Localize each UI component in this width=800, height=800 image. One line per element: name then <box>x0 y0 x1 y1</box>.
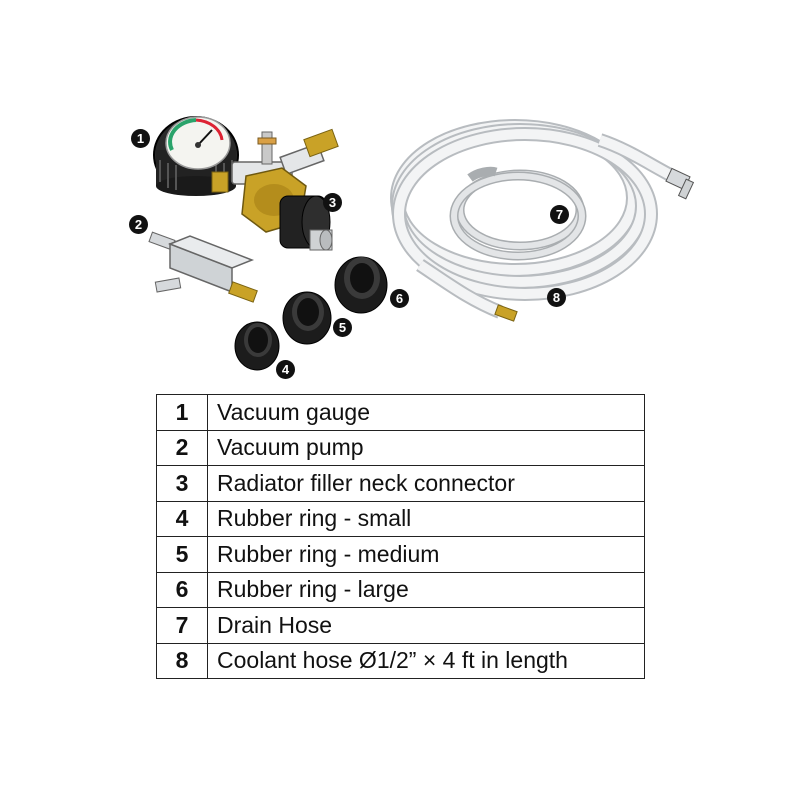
callout-2: 2 <box>129 215 148 234</box>
parts-illustration: 1 2 3 4 5 6 7 8 <box>0 0 800 390</box>
vacuum-pump-drawing <box>148 231 258 303</box>
callout-1: 1 <box>131 129 150 148</box>
part-description: Coolant hose Ø1/2” × 4 ft in length <box>207 642 645 679</box>
part-description: Rubber ring - large <box>207 571 645 608</box>
part-number: 6 <box>156 571 208 608</box>
part-description: Vacuum pump <box>207 429 645 466</box>
rubber-ring-large-drawing <box>334 256 388 314</box>
coolant-hose-fittings <box>494 167 695 322</box>
table-row: 5 Rubber ring - medium <box>156 536 645 573</box>
part-number: 8 <box>156 642 208 679</box>
drain-hose-drawing <box>449 166 587 261</box>
table-row: 8 Coolant hose Ø1/2” × 4 ft in length <box>156 642 645 679</box>
part-number: 4 <box>156 500 208 537</box>
part-number: 1 <box>156 394 208 431</box>
part-number: 5 <box>156 536 208 573</box>
parts-drawing <box>148 116 695 371</box>
table-row: 4 Rubber ring - small <box>156 500 645 537</box>
rubber-ring-small-drawing <box>234 321 280 371</box>
table-row: 3 Radiator filler neck connector <box>156 465 645 502</box>
table-row: 6 Rubber ring - large <box>156 571 645 608</box>
part-description: Vacuum gauge <box>207 394 645 431</box>
part-number: 7 <box>156 607 208 644</box>
coolant-hose-drawing <box>390 119 680 319</box>
callout-3: 3 <box>323 193 342 212</box>
part-description: Drain Hose <box>207 607 645 644</box>
table-row: 7 Drain Hose <box>156 607 645 644</box>
part-description: Rubber ring - medium <box>207 536 645 573</box>
part-number: 3 <box>156 465 208 502</box>
table-row: 1 Vacuum gauge <box>156 394 645 431</box>
callout-4: 4 <box>276 360 295 379</box>
part-description: Rubber ring - small <box>207 500 645 537</box>
callout-5: 5 <box>333 318 352 337</box>
part-number: 2 <box>156 429 208 466</box>
callout-6: 6 <box>390 289 409 308</box>
callout-8: 8 <box>547 288 566 307</box>
callout-7: 7 <box>550 205 569 224</box>
part-description: Radiator filler neck connector <box>207 465 645 502</box>
vacuum-gauge-drawing <box>153 116 339 251</box>
rubber-ring-medium-drawing <box>282 291 332 345</box>
parts-table: 1 Vacuum gauge 2 Vacuum pump 3 Radiator … <box>156 394 645 679</box>
table-row: 2 Vacuum pump <box>156 429 645 466</box>
